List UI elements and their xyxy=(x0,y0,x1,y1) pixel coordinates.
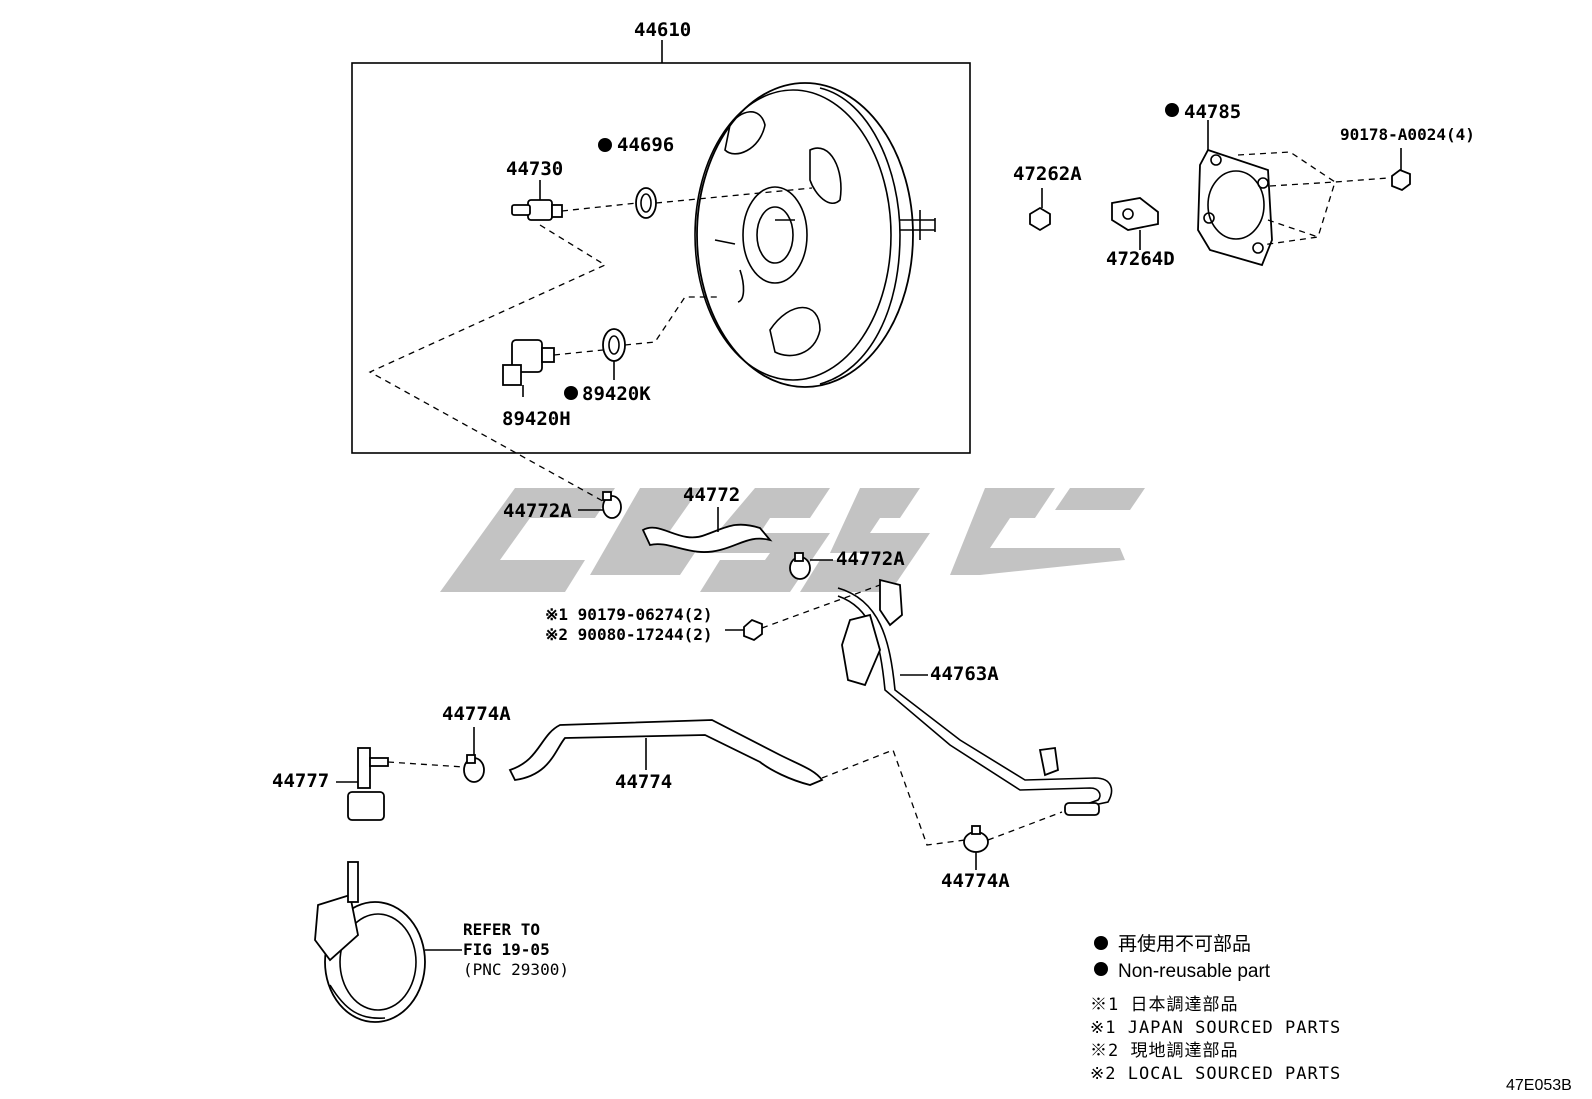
legend-nonreusable-jp: 再使用不可部品 xyxy=(1118,933,1251,955)
nonreusable-dot-icon xyxy=(564,386,578,400)
brake-booster xyxy=(694,82,936,388)
vacuum-pipe-44763A xyxy=(837,578,1113,816)
label-90179: ※1 90179-06274(2) xyxy=(545,605,713,624)
label-44777: 44777 xyxy=(272,770,329,792)
label-47264D: 47264D xyxy=(1106,248,1175,270)
label-44785: 44785 xyxy=(1184,101,1241,123)
refer-line-2: FIG 19-05 xyxy=(463,940,550,959)
refer-line-3: (PNC 29300) xyxy=(463,960,569,979)
clamp-44774A-upper xyxy=(463,727,485,783)
legend-dot-icon xyxy=(1094,936,1108,950)
nonreusable-dot-icon xyxy=(1165,103,1179,117)
label-44772A-upper: 44772A xyxy=(503,500,572,522)
label-44610: 44610 xyxy=(634,19,691,41)
hose-44774 xyxy=(508,719,824,786)
label-44774A-lower: 44774A xyxy=(941,870,1010,892)
legend-s2-jp: ※2 現地調達部品 xyxy=(1090,1041,1238,1061)
clamp-44772A-upper xyxy=(578,491,622,519)
refer-line-1: REFER TO xyxy=(463,920,540,939)
label-47262A: 47262A xyxy=(1013,163,1082,185)
grommet-44696 xyxy=(635,187,657,219)
nut-90178 xyxy=(1391,148,1411,192)
label-90080: ※2 90080-17244(2) xyxy=(545,625,713,644)
nut-47262A xyxy=(1029,188,1051,232)
label-44730: 44730 xyxy=(506,158,563,180)
label-44774A-upper: 44774A xyxy=(442,703,511,725)
clamp-44774A-lower xyxy=(963,825,989,870)
nut-90179-90080 xyxy=(725,618,763,642)
check-valve-44730 xyxy=(511,180,563,221)
gasket-44785 xyxy=(1197,120,1273,267)
grommet-89420K xyxy=(602,328,626,380)
booster-assembly-box xyxy=(351,62,971,454)
union-44777 xyxy=(336,747,389,821)
legend-dot-icon xyxy=(1094,962,1108,976)
label-44763A: 44763A xyxy=(930,663,999,685)
label-89420H: 89420H xyxy=(502,408,571,430)
label-44696: 44696 xyxy=(617,134,674,156)
label-44772: 44772 xyxy=(683,484,740,506)
hose-44772 xyxy=(641,507,773,553)
legend-s2-en: ※2 LOCAL SOURCED PARTS xyxy=(1090,1064,1341,1084)
legend-nonreusable-en: Non-reusable part xyxy=(1118,961,1271,982)
nonreusable-dot-icon xyxy=(598,138,612,152)
bracket-47264D xyxy=(1111,197,1159,250)
legend-s1-jp: ※1 日本調達部品 xyxy=(1090,995,1238,1015)
legend-s1-en: ※1 JAPAN SOURCED PARTS xyxy=(1090,1018,1341,1038)
vacuum-pump xyxy=(314,861,462,1023)
sensor-89420H xyxy=(502,339,555,397)
figure-code: 47E053B xyxy=(1506,1077,1572,1094)
label-44774: 44774 xyxy=(615,771,672,793)
label-44772A-lower: 44772A xyxy=(836,548,905,570)
label-90178: 90178-A0024(4) xyxy=(1340,125,1475,144)
clamp-44772A-lower xyxy=(789,552,833,580)
label-89420K: 89420K xyxy=(582,383,651,405)
